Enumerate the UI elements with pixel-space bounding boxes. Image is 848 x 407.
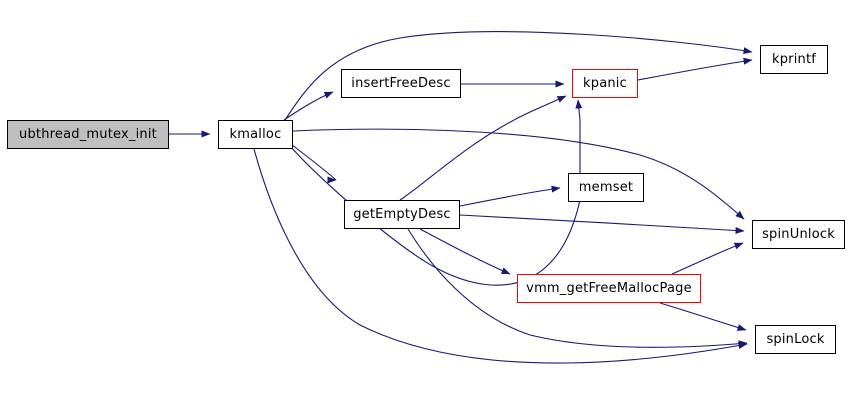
node-label-vmm_getFreeMallocPage: vmm_getFreeMallocPage — [526, 281, 692, 296]
node-kpanic[interactable]: kpanic — [572, 69, 638, 98]
edge-vmm_getFreeMallocPage-to-spinLock — [659, 302, 747, 331]
node-label-spinUnlock: spinUnlock — [762, 227, 835, 242]
node-spinLock[interactable]: spinLock — [755, 325, 836, 354]
edge-kmalloc-to-spinLock — [253, 148, 748, 364]
edge-getEmptyDesc-to-spinUnlock — [459, 214, 745, 234]
node-label-getEmptyDesc: getEmptyDesc — [353, 207, 451, 222]
node-ubthread_mutex_init[interactable]: ubthread_mutex_init — [7, 120, 169, 149]
edge-kmalloc-to-kpanic — [290, 99, 583, 286]
node-label-kmalloc: kmalloc — [229, 127, 282, 142]
node-kmalloc[interactable]: kmalloc — [218, 120, 293, 149]
node-label-kprintf: kprintf — [771, 52, 817, 67]
node-getEmptyDesc[interactable]: getEmptyDesc — [344, 200, 460, 229]
node-spinUnlock[interactable]: spinUnlock — [752, 220, 845, 249]
node-vmm_getFreeMallocPage[interactable]: vmm_getFreeMallocPage — [517, 274, 701, 303]
node-label-insertFreeDesc: insertFreeDesc — [351, 76, 451, 91]
edge-kpanic-to-kprintf — [637, 57, 753, 81]
edge-getEmptyDesc-to-spinLock — [407, 228, 748, 348]
edge-kmalloc-to-insertFreeDesc — [283, 91, 334, 121]
edges-group — [169, 31, 753, 364]
edge-kmalloc-to-spinUnlock — [292, 128, 745, 220]
edge-vmm_getFreeMallocPage-to-spinUnlock — [671, 242, 744, 275]
node-kprintf[interactable]: kprintf — [760, 45, 828, 74]
edge-kmalloc-to-kprintf — [284, 31, 753, 121]
edge-getEmptyDesc-to-memset — [459, 185, 561, 207]
edge-getEmptyDesc-to-kpanic — [399, 95, 567, 201]
node-label-ubthread_mutex_init: ubthread_mutex_init — [19, 127, 157, 142]
node-label-kpanic: kpanic — [583, 76, 627, 91]
edge-getEmptyDesc-to-vmm_getFreeMallocPage — [419, 228, 511, 275]
node-insertFreeDesc[interactable]: insertFreeDesc — [341, 69, 461, 98]
node-label-spinLock: spinLock — [766, 332, 825, 347]
edge-kmalloc-to-getEmptyDesc — [290, 143, 337, 181]
node-label-memset: memset — [578, 180, 634, 195]
node-memset[interactable]: memset — [568, 173, 644, 202]
